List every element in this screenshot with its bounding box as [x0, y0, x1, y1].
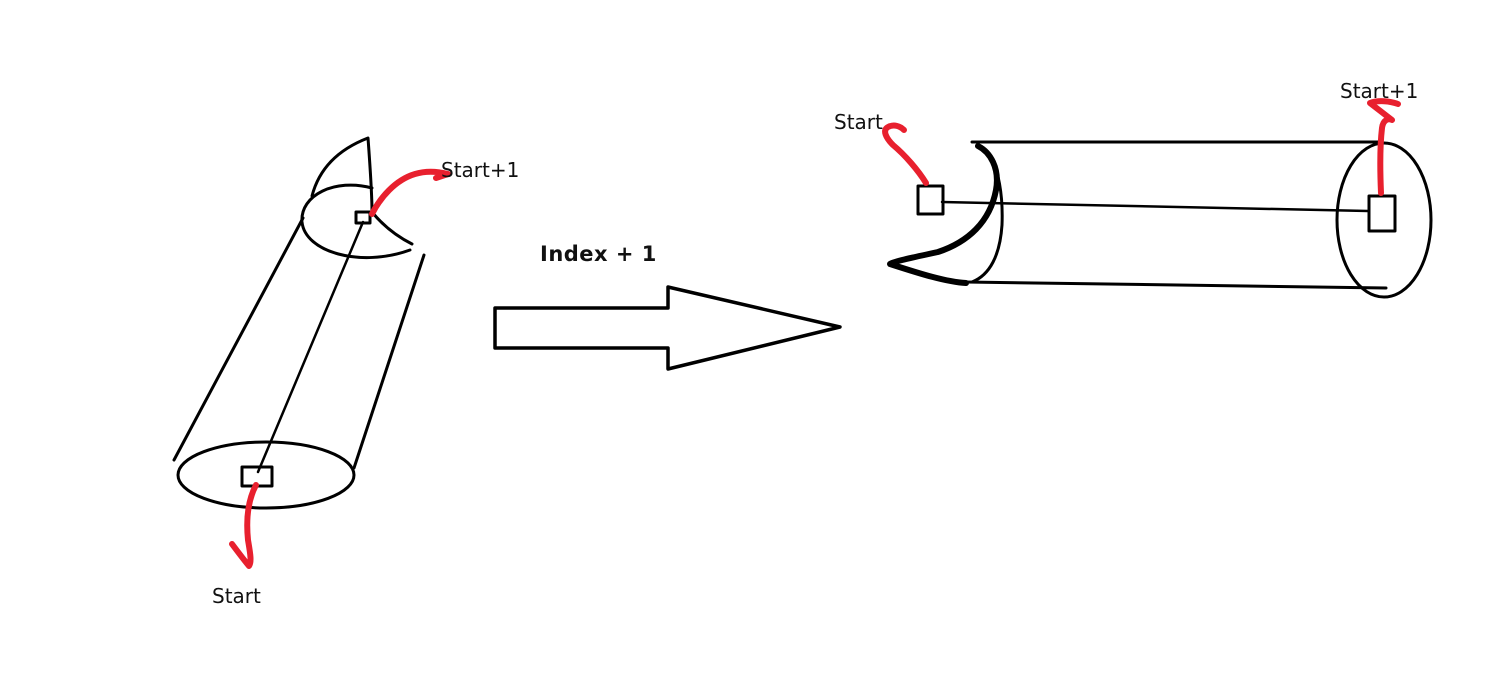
left-cylinder-side-left — [174, 218, 303, 460]
left-cylinder — [174, 138, 448, 566]
right-start-plus-one-marker — [1370, 101, 1398, 193]
left-start-plus-one-label: Start+1 — [441, 160, 519, 180]
arrow-label: Index + 1 — [540, 244, 657, 265]
right-start-marker — [885, 126, 926, 183]
right-start-plus-one-label: Start+1 — [1340, 81, 1418, 101]
arrow-shape — [495, 287, 840, 369]
right-start-label: Start — [834, 112, 883, 132]
transform-arrow — [495, 287, 840, 369]
left-start-plus-one-marker — [372, 172, 448, 214]
left-cylinder-crescent — [312, 138, 412, 244]
right-cylinder-bottom-line — [965, 282, 1386, 288]
right-start-square — [918, 186, 943, 214]
left-start-marker — [232, 485, 256, 566]
left-cylinder-axis — [258, 222, 363, 472]
right-cylinder-end-cap — [1337, 143, 1431, 297]
left-start-label: Start — [212, 586, 261, 606]
right-cylinder — [885, 101, 1431, 297]
right-start-plus-one-square — [1369, 196, 1395, 231]
left-cylinder-side-right — [354, 255, 424, 468]
right-cylinder-axis — [942, 202, 1368, 211]
